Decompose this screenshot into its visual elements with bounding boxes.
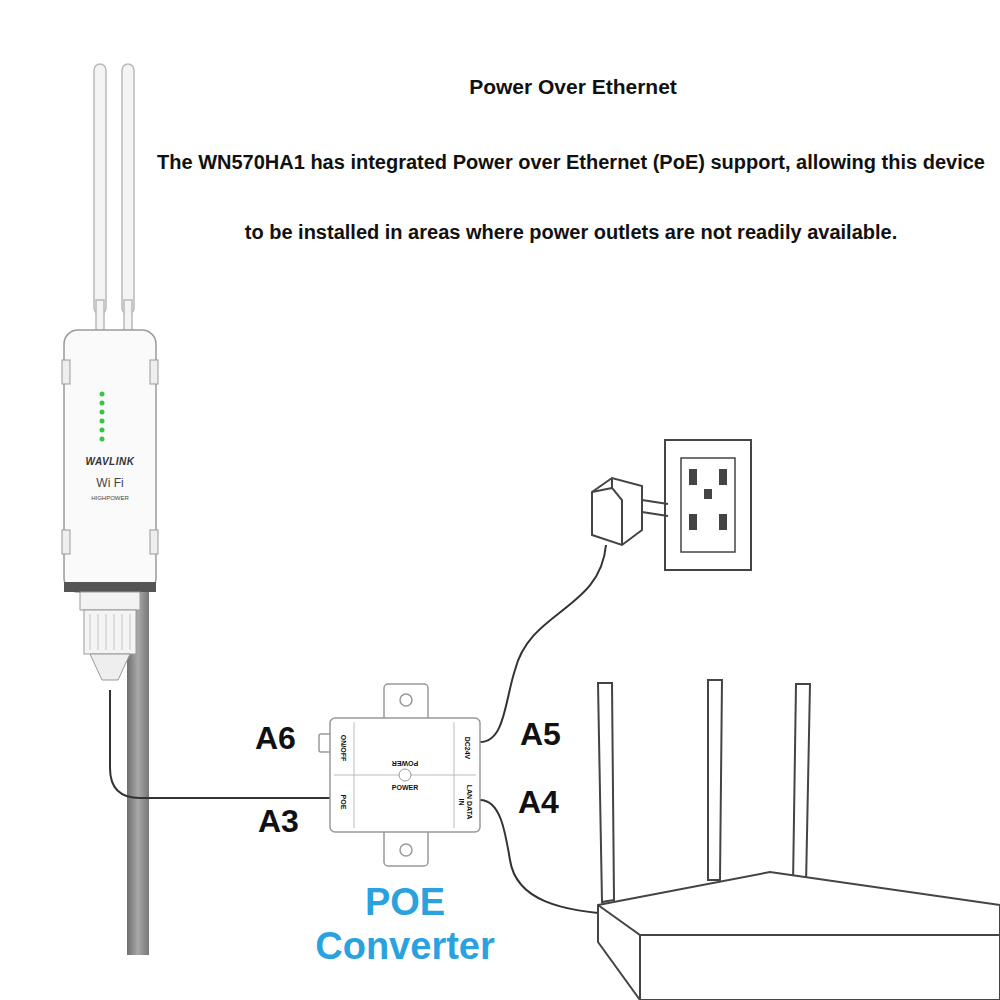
device-caption: POE Converter bbox=[300, 880, 510, 968]
ap-body bbox=[64, 330, 156, 592]
antennas bbox=[94, 64, 134, 334]
status-led bbox=[100, 437, 105, 442]
device-text: POWER bbox=[392, 784, 418, 792]
bracket bbox=[150, 530, 158, 554]
caption: The WN570HA1 has integrated Power over E… bbox=[150, 127, 992, 267]
wall-outlet bbox=[665, 440, 751, 570]
device-text: LAN DATA IN bbox=[457, 782, 472, 822]
converter-body bbox=[330, 718, 480, 832]
device-text: WAVLINK bbox=[86, 456, 135, 468]
status-led bbox=[100, 428, 105, 433]
device-text: DC24V bbox=[463, 737, 471, 760]
seal-ring bbox=[64, 582, 156, 592]
gland-ridge bbox=[106, 614, 107, 650]
gland-nut bbox=[80, 592, 140, 610]
router bbox=[598, 680, 1000, 1000]
bracket bbox=[150, 360, 158, 384]
gland-ridge bbox=[122, 614, 123, 650]
device-text: Wi Fi bbox=[96, 477, 123, 491]
ethernet-cable bbox=[110, 690, 330, 798]
callout-label: A4 bbox=[518, 786, 559, 818]
title: Power Over Ethernet bbox=[300, 72, 846, 102]
gland-ridge bbox=[90, 614, 91, 650]
callout-label: A6 bbox=[255, 722, 296, 754]
callout-label: A3 bbox=[258, 805, 299, 837]
bracket bbox=[62, 360, 70, 384]
status-led bbox=[100, 419, 105, 424]
status-led bbox=[100, 410, 105, 415]
access-point-housing bbox=[62, 330, 158, 690]
status-led bbox=[100, 401, 105, 406]
status-led bbox=[100, 392, 105, 397]
callout-label: A5 bbox=[520, 718, 561, 750]
bracket bbox=[62, 530, 70, 554]
gland bbox=[84, 610, 136, 654]
gland-ridge bbox=[130, 614, 131, 650]
poe-converter: ON/OFFDC24VPOELAN DATA INPOWERPOWERPOE C… bbox=[330, 718, 480, 832]
access-point: WAVLINK Wi Fi HIGHPOWER bbox=[62, 330, 158, 690]
device-text: ON/OFF bbox=[339, 735, 347, 761]
power-led bbox=[399, 769, 411, 781]
converter-housing bbox=[330, 718, 480, 832]
device-text: HIGHPOWER bbox=[91, 495, 129, 502]
device-text: POWER bbox=[392, 759, 418, 767]
gland-ridge bbox=[114, 614, 115, 650]
power-adapter bbox=[592, 478, 668, 545]
device-text: POE bbox=[339, 795, 347, 810]
gland-ridge bbox=[98, 614, 99, 650]
power-cable bbox=[480, 545, 606, 742]
cable-boot bbox=[90, 654, 130, 680]
